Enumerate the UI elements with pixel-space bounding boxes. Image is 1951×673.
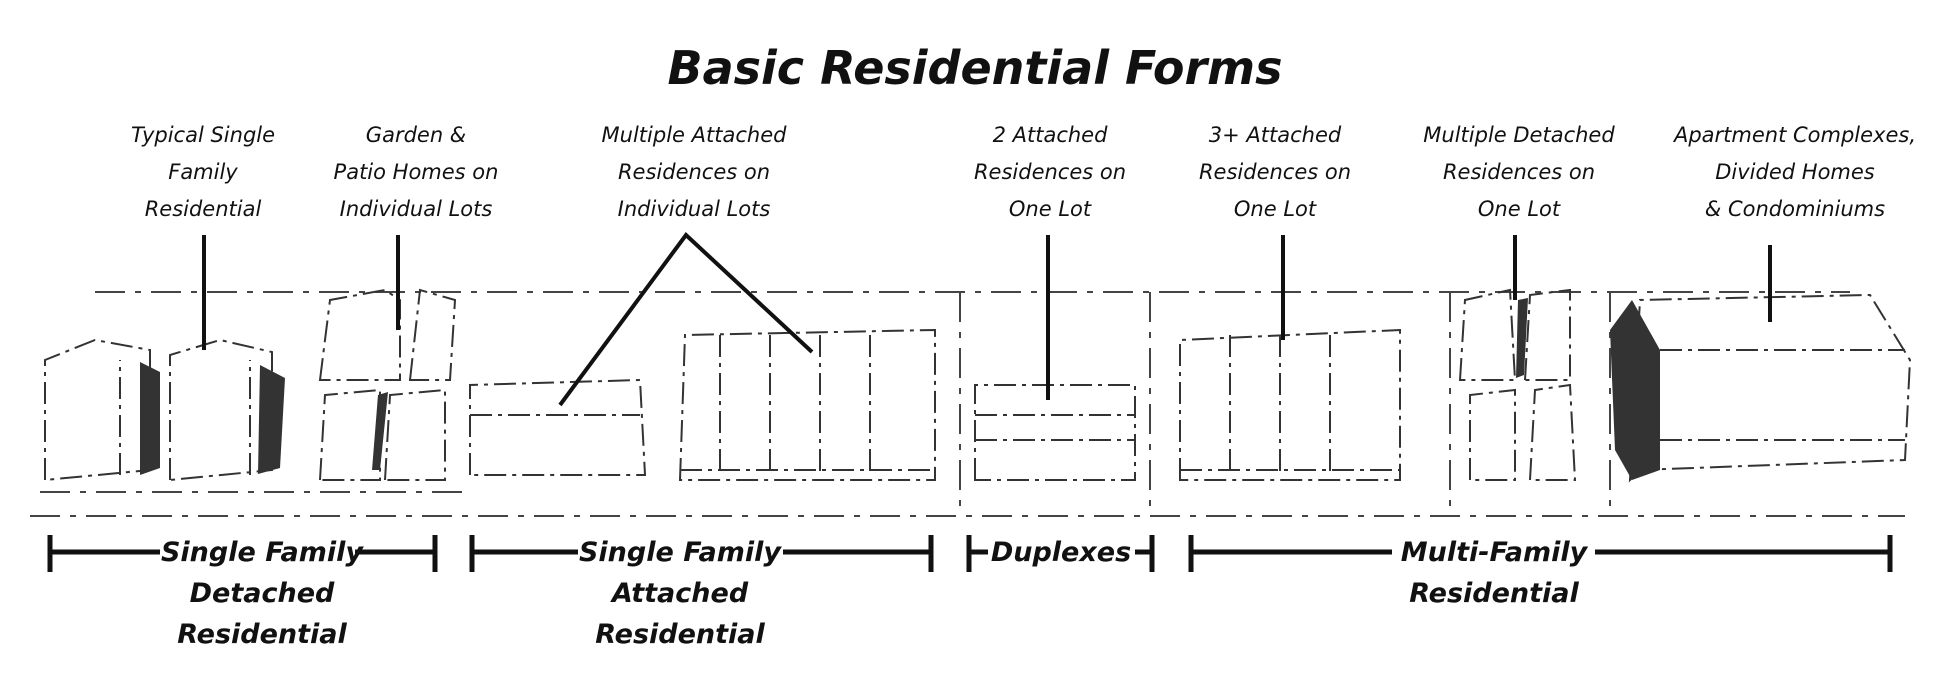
label-line: One Lot xyxy=(1009,197,1092,221)
wall-shade xyxy=(372,392,388,470)
form-label-2-attached: 2 Attached Residences on One Lot xyxy=(974,123,1126,221)
lot-lines xyxy=(30,291,1905,517)
roof-shade xyxy=(258,365,285,474)
label-line: 3+ Attached xyxy=(1209,123,1342,147)
label-line: Patio Homes on xyxy=(334,160,499,184)
label-line: Residences on xyxy=(974,160,1126,184)
label-line: Multiple Detached xyxy=(1423,123,1615,147)
label-line: Typical Single xyxy=(131,123,275,147)
label-line: Residential xyxy=(145,197,262,221)
label-line: One Lot xyxy=(1478,197,1561,221)
category-line: Detached xyxy=(190,578,335,609)
diagram-title: Basic Residential Forms xyxy=(668,41,1283,95)
label-line: Individual Lots xyxy=(618,197,771,221)
label-line: Family xyxy=(168,160,238,184)
category-line: Residential xyxy=(177,619,347,650)
form-label-3plus-attached: 3+ Attached Residences on One Lot xyxy=(1199,123,1351,221)
label-line: 2 Attached xyxy=(993,123,1109,147)
form-label-multiple-attached-individual: Multiple Attached Residences on Individu… xyxy=(602,123,788,221)
label-line: One Lot xyxy=(1234,197,1317,221)
form-label-apartments: Apartment Complexes, Divided Homes & Con… xyxy=(1672,123,1916,221)
bracket-multi-family: Multi-Family Residential xyxy=(1188,535,1893,609)
label-line: Individual Lots xyxy=(340,197,493,221)
form-label-multiple-detached: Multiple Detached Residences on One Lot xyxy=(1423,123,1615,221)
leader-lines xyxy=(202,232,1772,407)
form-label-typical-single-family: Typical Single Family Residential xyxy=(131,123,275,221)
label-line: Residences on xyxy=(618,160,770,184)
wall-shade xyxy=(1610,300,1660,480)
category-line: Residential xyxy=(1409,578,1579,609)
label-line: Residences on xyxy=(1443,160,1595,184)
category-line: Duplexes xyxy=(991,537,1131,568)
wall-shade xyxy=(1516,298,1528,378)
category-line: Residential xyxy=(595,619,765,650)
category-line: Single Family xyxy=(579,537,782,568)
bracket-single-family-attached: Single Family Attached Residential xyxy=(469,535,934,650)
label-line: Garden & xyxy=(366,123,466,147)
bracket-single-family-detached: Single Family Detached Residential xyxy=(47,535,438,650)
label-line: Residences on xyxy=(1199,160,1351,184)
buildings xyxy=(44,288,1912,483)
label-line: Apartment Complexes, xyxy=(1672,123,1916,147)
label-line: Divided Homes xyxy=(1715,160,1875,184)
category-line: Attached xyxy=(610,578,749,609)
roof-shade xyxy=(140,362,160,475)
label-line: Multiple Attached xyxy=(602,123,788,147)
category-line: Multi-Family xyxy=(1401,537,1589,568)
bracket-duplexes: Duplexes xyxy=(966,535,1155,572)
form-label-garden-patio: Garden & Patio Homes on Individual Lots xyxy=(334,123,499,221)
label-line: & Condominiums xyxy=(1705,197,1885,221)
category-line: Single Family xyxy=(161,537,364,568)
